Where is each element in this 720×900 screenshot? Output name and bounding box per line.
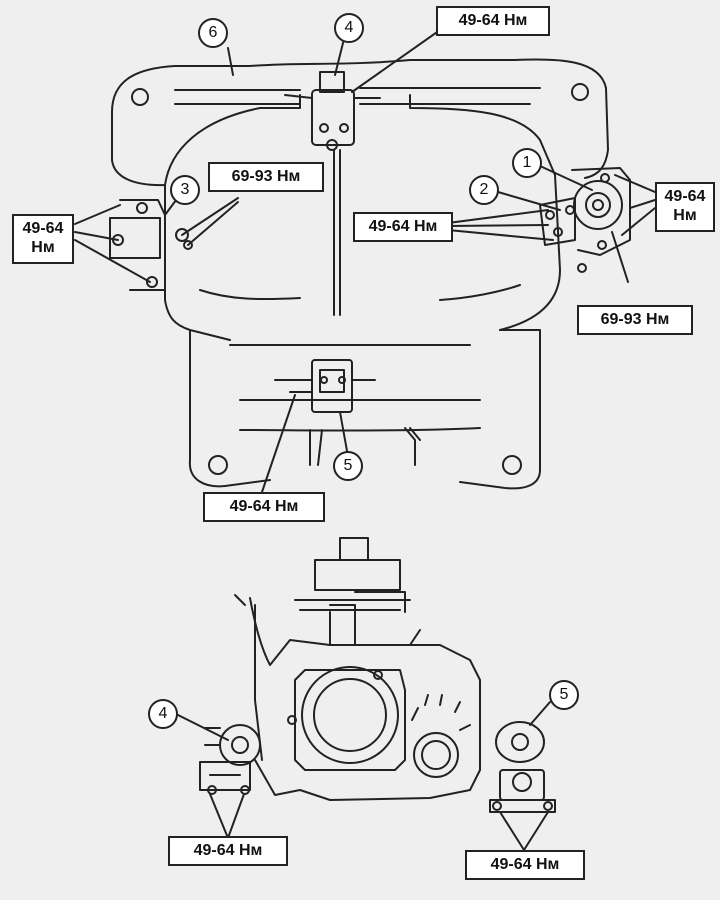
subframe-outline (111, 58, 609, 490)
torque-label-left: 49-64 Нм (12, 214, 74, 264)
callout-1: 1 (512, 148, 542, 178)
torque-label-center-bottom: 49-64 Нм (203, 492, 325, 522)
mount-5-top (274, 359, 376, 413)
callout-3: 3 (170, 175, 200, 205)
leader-lines-top (74, 29, 656, 493)
torque-label-right-top: 49-64 Нм (655, 182, 715, 232)
callout-4-top: 4 (334, 13, 364, 43)
mount-5-bottom (489, 721, 556, 813)
leader-lines-bottom (177, 701, 551, 851)
mount-4-top (284, 71, 381, 151)
callout-5-bottom: 5 (549, 680, 579, 710)
torque-label-right-bottom: 69-93 Нм (577, 305, 693, 335)
callout-5-top: 5 (333, 451, 363, 481)
torque-label-left-mid: 69-93 Нм (208, 162, 324, 192)
torque-label-lower-right: 49-64 Нм (465, 850, 585, 880)
callout-2: 2 (469, 175, 499, 205)
mount-4-bottom (199, 724, 261, 795)
mount-1-right (539, 167, 631, 273)
torque-label-right-mid: 49-64 Нм (353, 212, 453, 242)
torque-label-top-center: 49-64 Нм (436, 6, 550, 36)
mount-3-left (109, 199, 193, 291)
transmission-housing (234, 537, 481, 801)
torque-label-lower-left: 49-64 Нм (168, 836, 288, 866)
callout-4-bottom: 4 (148, 699, 178, 729)
callout-6: 6 (198, 18, 228, 48)
